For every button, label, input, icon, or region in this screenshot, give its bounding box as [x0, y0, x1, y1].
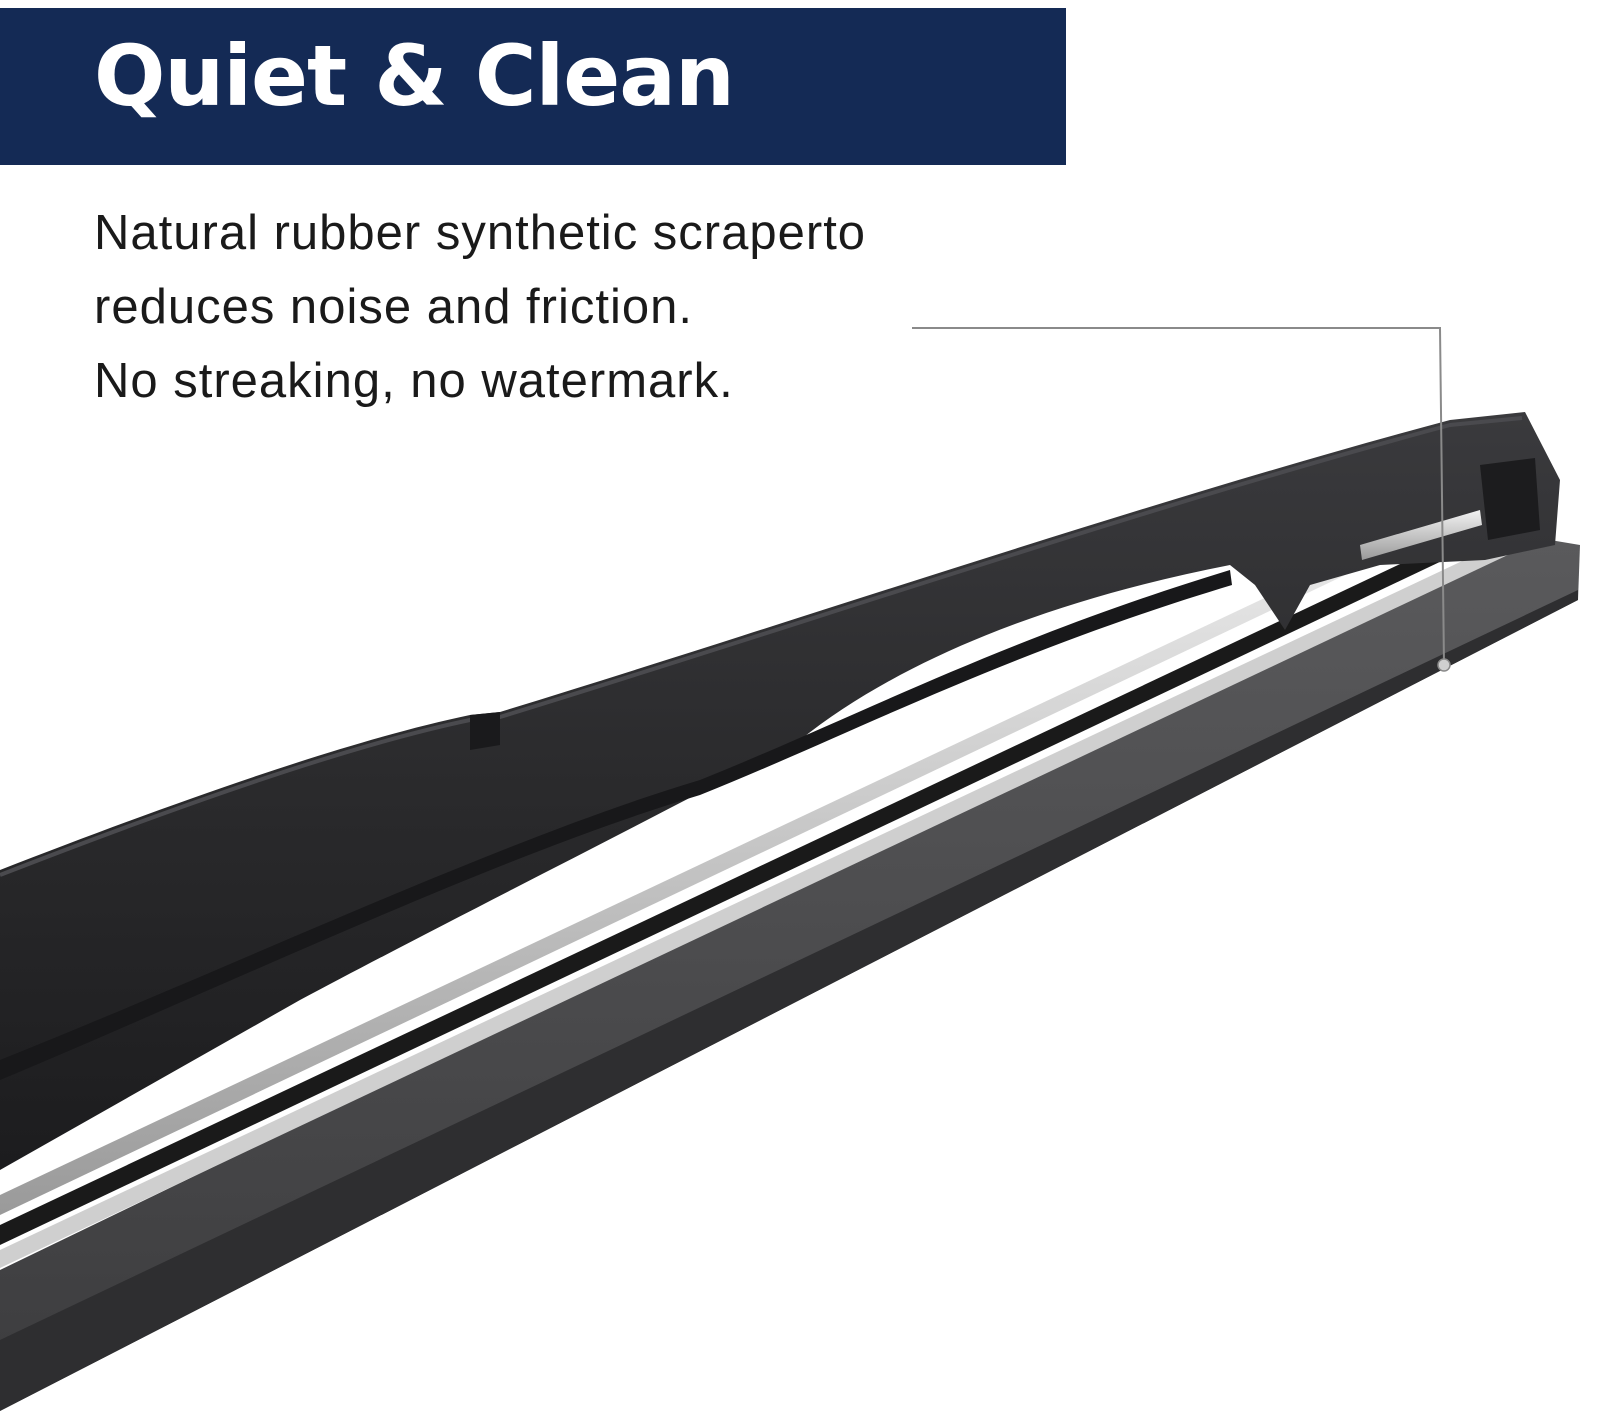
callout-line	[912, 327, 1451, 672]
metal-spine	[0, 468, 1548, 1268]
feature-title: Quiet & Clean	[94, 27, 735, 125]
description-line: reduces noise and friction.	[94, 280, 693, 334]
wiper-frame	[0, 412, 1560, 1170]
description-line: Natural rubber synthetic scraperto	[94, 206, 867, 260]
header-banner	[0, 8, 1066, 165]
feature-description: Natural rubber synthetic scraperto reduc…	[94, 196, 1034, 418]
rubber-scraper	[0, 535, 1580, 1411]
description-line: No streaking, no watermark.	[94, 354, 734, 408]
